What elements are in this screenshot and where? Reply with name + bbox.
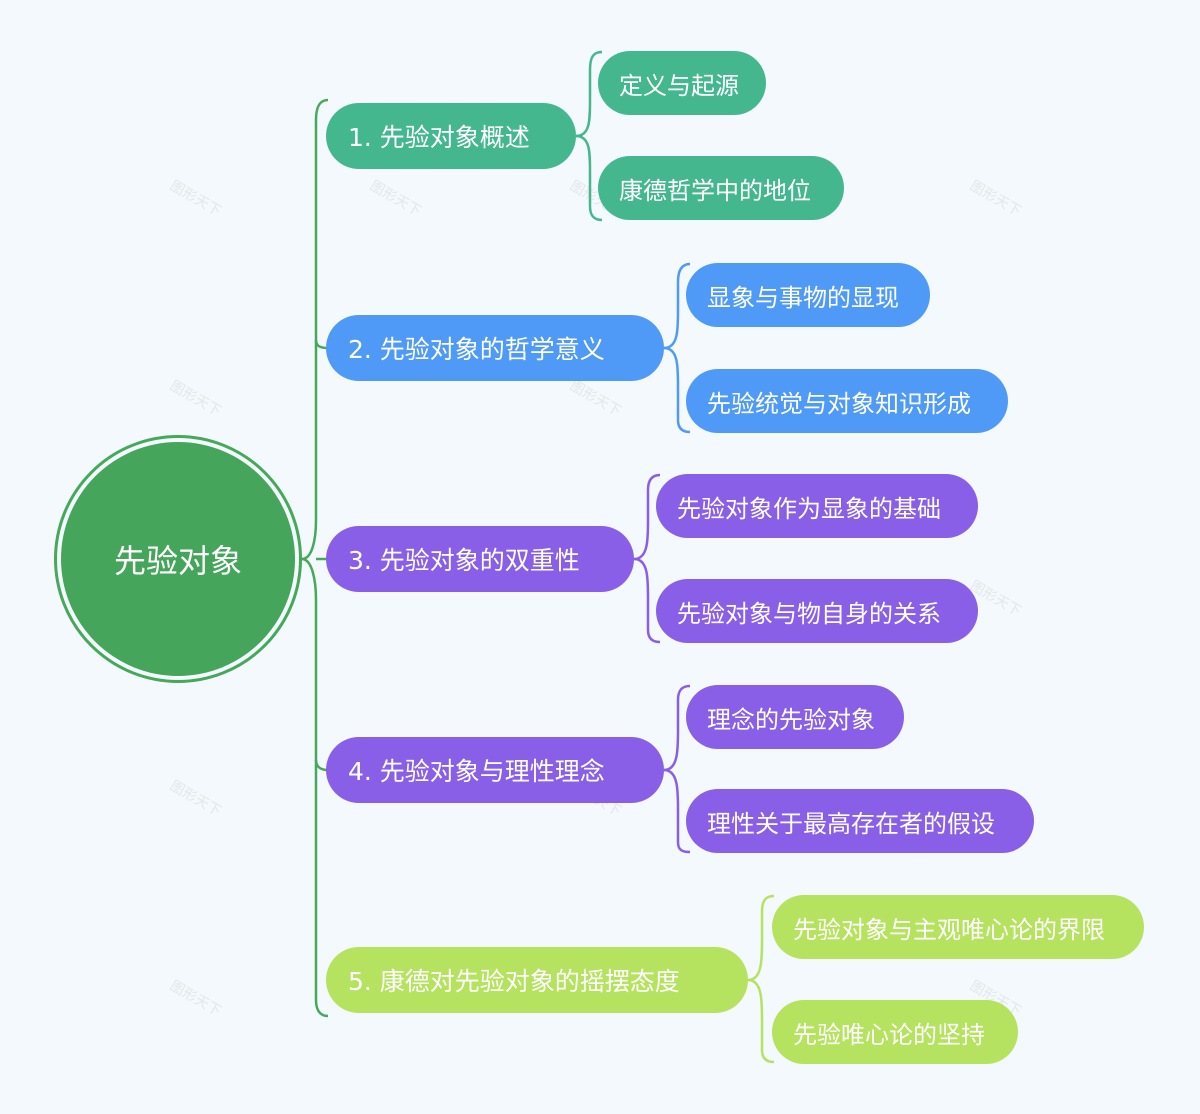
leaf-node-5-2[interactable]: 先验唯心论的坚持	[772, 1000, 1018, 1064]
branch-node-4[interactable]: 4. 先验对象与理性理念	[326, 737, 664, 803]
root-label: 先验对象	[61, 442, 295, 676]
leaf-node-4-1[interactable]: 理念的先验对象	[686, 685, 904, 749]
leaf-node-3-2[interactable]: 先验对象与物自身的关系	[656, 579, 978, 643]
leaf-node-2-1[interactable]: 显象与事物的显现	[686, 263, 930, 327]
leaf-node-1-1[interactable]: 定义与起源	[598, 51, 766, 115]
branch-node-2[interactable]: 2. 先验对象的哲学意义	[326, 315, 664, 381]
root-node[interactable]: 先验对象	[54, 435, 302, 683]
leaf-node-1-2[interactable]: 康德哲学中的地位	[598, 156, 844, 220]
leaf-node-5-1[interactable]: 先验对象与主观唯心论的界限	[772, 895, 1144, 959]
branch-node-5[interactable]: 5. 康德对先验对象的摇摆态度	[326, 947, 748, 1013]
leaf-node-4-2[interactable]: 理性关于最高存在者的假设	[686, 789, 1034, 853]
leaf-node-3-1[interactable]: 先验对象作为显象的基础	[656, 474, 978, 538]
branch-node-3[interactable]: 3. 先验对象的双重性	[326, 526, 634, 592]
branch-node-1[interactable]: 1. 先验对象概述	[326, 103, 576, 169]
leaf-node-2-2[interactable]: 先验统觉与对象知识形成	[686, 369, 1008, 433]
